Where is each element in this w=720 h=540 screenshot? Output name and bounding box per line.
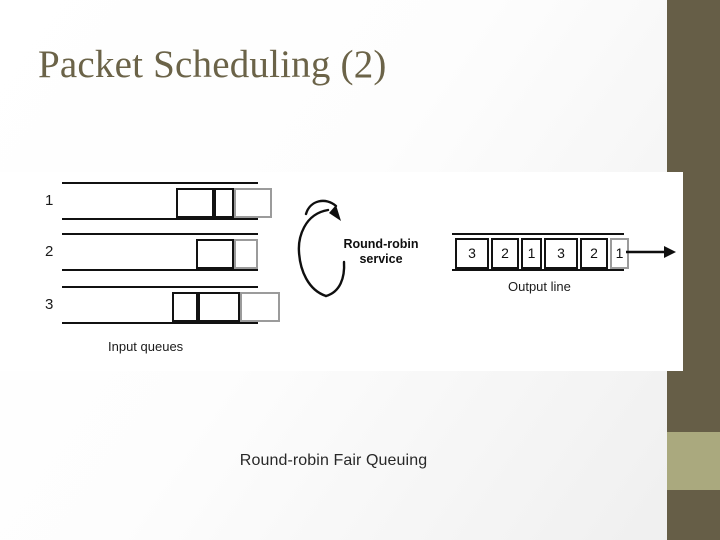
page-title: Packet Scheduling (2): [38, 43, 387, 86]
decorative-edge-bar-light: [667, 432, 720, 490]
figure-white-panel: [0, 172, 683, 371]
slide-caption: Round-robin Fair Queuing: [239, 452, 428, 469]
